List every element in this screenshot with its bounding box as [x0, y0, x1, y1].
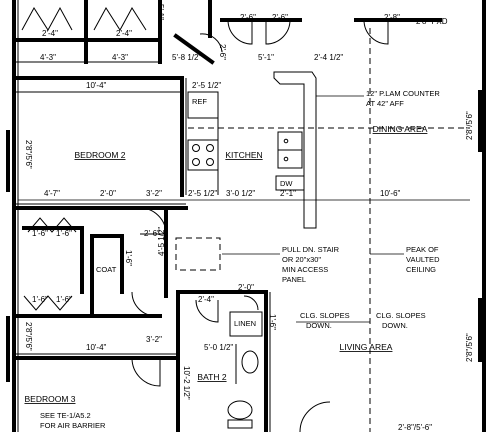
angled-wall-top: [173, 33, 215, 65]
note-stair-4: PANEL: [282, 275, 306, 284]
burner-4: [206, 158, 214, 166]
dim-1-6-d: 1'-6": [32, 295, 48, 304]
dishwasher: [275, 175, 305, 191]
door-swing-angle: [199, 33, 223, 53]
room-bedroom3: BEDROOM 3: [24, 394, 75, 404]
attic-access-panel: [175, 237, 221, 271]
drain-1: [283, 138, 289, 144]
note-stair-2: OR 20"x30": [282, 255, 321, 264]
drain-2: [283, 156, 289, 162]
dim-2-4-c: 2'-4": [198, 295, 214, 304]
note-stair-1: PULL DN. STAIR: [282, 245, 340, 254]
burner-3: [192, 158, 200, 166]
burner-1: [192, 144, 200, 152]
door-swing-bath: [195, 299, 219, 323]
closet-door-left: [21, 6, 73, 31]
room-kitchen: KITCHEN: [225, 150, 262, 160]
burner-2: [206, 144, 214, 152]
dim-3-2-a: 3'-2": [146, 189, 162, 198]
dim-2-0-b: 2'-0": [238, 283, 254, 292]
note-slope1-1: CLG. SLOPES: [300, 311, 350, 320]
door-swing-bedroom3: [131, 357, 161, 387]
toilet-bowl: [227, 400, 253, 420]
dim-2-6-top-2: 2'-6": [272, 13, 288, 22]
door-swing-linen: [243, 295, 259, 311]
dim-10-2: 10'-2 1/2": [182, 366, 191, 400]
dim-2-5-a: 2'-5 1/2": [192, 81, 221, 90]
dim-2-4-half: 2'-4 1/2": [314, 53, 343, 62]
room-coat: COAT: [96, 265, 117, 274]
room-linen: LINEN: [234, 319, 256, 328]
note-peak-2: VAULTED: [406, 255, 440, 264]
dim-2-1: 2'-1": [280, 189, 296, 198]
dim-5-1: 5'-1": [258, 53, 274, 62]
dim-2-8-fxd: 2'8" FXD: [416, 17, 448, 26]
toilet-tank: [227, 419, 253, 429]
dim-10-4-b: 10'-4": [86, 343, 107, 352]
note-peak-1: PEAK OF: [406, 245, 439, 254]
dim-4-5: 4'-5 1/2": [157, 227, 166, 256]
island-counter: [273, 71, 317, 229]
note-counter-1: 12" P.LAM COUNTER: [366, 89, 440, 98]
note-see-1: SEE TE-1/A5.2: [40, 411, 91, 420]
dim-2-8-5-6: 2'-8"/5'-6": [398, 423, 432, 432]
note-see-2: FOR AIR BARRIER: [40, 421, 106, 430]
vanity-sink: [241, 350, 259, 374]
dim-2-5-b: 2'-5 1/2": [188, 189, 217, 198]
dim-5-0: 5'-0 1/2": [204, 343, 233, 352]
dim-2-4-b: 2'-4": [116, 29, 132, 38]
note-slope1-2: DOWN.: [306, 321, 332, 330]
door-swing-hall-2: [131, 291, 157, 317]
closet-door-right: [93, 7, 147, 31]
door-swing-top-2: [265, 19, 291, 45]
room-living: LIVING AREA: [340, 342, 393, 352]
room-bedroom2: BEDROOM 2: [74, 150, 125, 160]
lower-closet-door: [23, 295, 73, 311]
dim-1-6-b: 1'-6": [56, 229, 72, 238]
dim-window-right-2: 2'8"/5'6": [465, 333, 474, 362]
dim-2-8: 2'-8": [384, 13, 400, 22]
dim-2-6-vertical: 2'-6": [218, 44, 227, 60]
dim-1-6-a: 1'-6": [32, 229, 48, 238]
dim-2-0-a: 2'-0": [100, 189, 116, 198]
dim-2-6-c: 2'-6": [144, 229, 160, 238]
note-slope2-1: CLG. SLOPES: [376, 311, 426, 320]
room-bath2: BATH 2: [197, 372, 226, 382]
note-counter-2: AT 42" AFF: [366, 99, 404, 108]
note-stair-3: MIN ACCESS: [282, 265, 328, 274]
dim-10-6: 10'-6": [380, 189, 401, 198]
dim-3-2-b: 3'-2": [146, 335, 162, 344]
dim-1-6-e: 1'-6": [56, 295, 72, 304]
label-ref: REF: [192, 97, 207, 106]
dim-window-left-1: 2'8"/5'6": [24, 140, 33, 169]
dim-window-left-2: 2'8"/5'6": [24, 322, 33, 351]
door-swing-top-3: [363, 19, 389, 45]
dim-4-3-b: 4'-3": [112, 53, 128, 62]
dim-window-right-1: 2'8"/5'6": [465, 111, 474, 140]
dim-5-1-top: 5'-1": [156, 4, 165, 20]
dim-5-8: 5'-8 1/2": [172, 53, 201, 62]
hall-closet-door: [27, 217, 77, 233]
note-slope2-2: DOWN.: [382, 321, 408, 330]
door-swing-top-1: [227, 19, 253, 45]
dim-2-4-a: 2'-4": [42, 29, 58, 38]
dim-2-6-top-1: 2'-6": [240, 13, 256, 22]
dim-3-0: 3'-0 1/2": [226, 189, 255, 198]
linen-closet: [229, 311, 263, 337]
note-peak-3: CEILING: [406, 265, 436, 274]
door-swing-living: [299, 401, 331, 432]
room-dining: DINING AREA: [373, 124, 428, 134]
dim-10-4-a: 10'-4": [86, 81, 107, 90]
label-dw: DW: [280, 179, 293, 188]
dim-1-6-linen: 1'-6": [268, 314, 277, 330]
dim-1-6-c: 1'-6": [124, 250, 133, 266]
dim-4-3-a: 4'-3": [40, 53, 56, 62]
dim-4-7: 4'-7": [44, 189, 60, 198]
